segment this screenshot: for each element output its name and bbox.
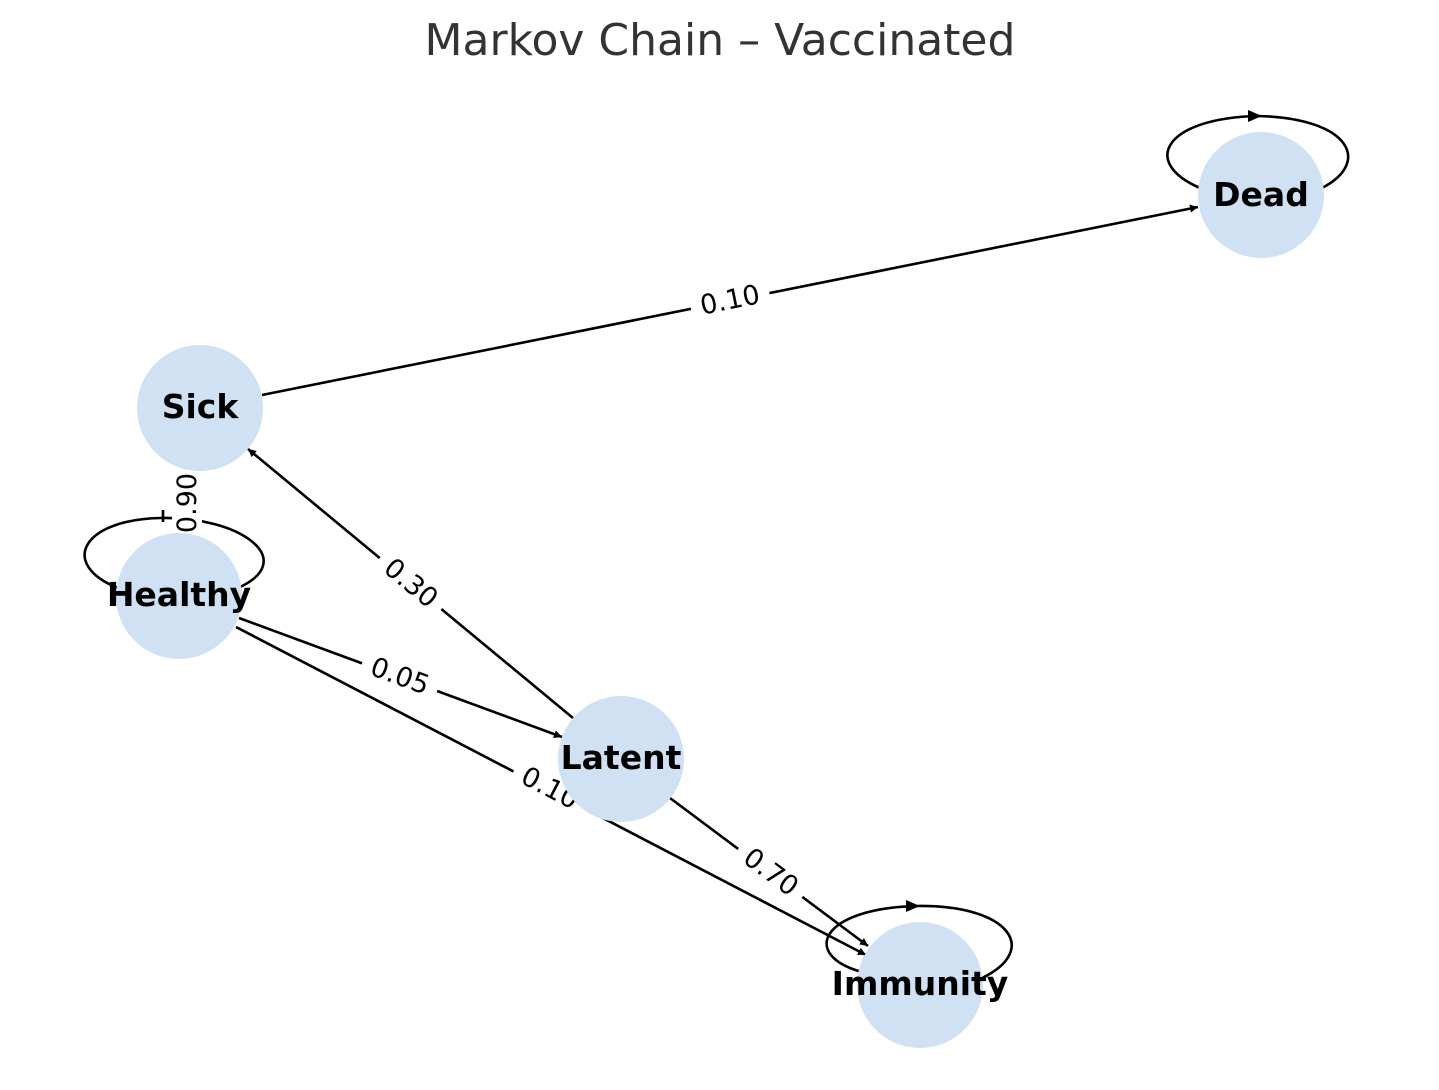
edge-label-healthy-sick: 0.90 [172,469,203,537]
node-label-healthy: Healthy [107,575,251,614]
node-latent: Latent [558,696,684,822]
arrowhead-immunity-self [906,900,920,912]
edge-label-latent-immunity: 0.70 [728,834,814,910]
node-dead: Dead [1198,132,1324,258]
node-label-immunity: Immunity [832,964,1009,1003]
svg-text:0.90: 0.90 [172,473,203,533]
edge-healthy-self-loop [83,516,265,590]
diagram-title: Markov Chain – Vaccinated [425,15,1016,66]
edge-label-latent-sick: 0.30 [369,544,453,622]
edge-label-sick-dead: 0.10 [687,275,773,325]
node-label-latent: Latent [561,738,682,777]
node-label-dead: Dead [1213,175,1309,214]
node-label-sick: Sick [162,387,240,426]
node-sick: Sick [137,345,263,471]
svg-text:0.10: 0.10 [698,279,763,321]
node-healthy: Healthy [107,533,251,659]
node-immunity: Immunity [832,922,1009,1048]
arrowhead-dead-self [1248,110,1262,122]
